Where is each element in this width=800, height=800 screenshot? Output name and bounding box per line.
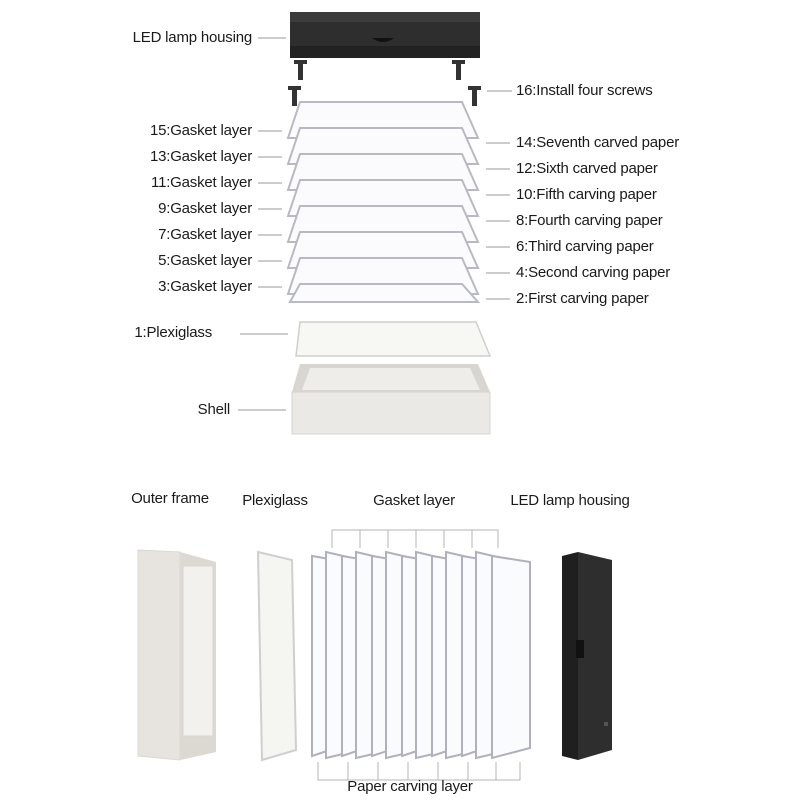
label-paper-carving-layer: Paper carving layer: [347, 778, 473, 795]
plexiglass-panel: [256, 550, 298, 762]
led-housing-top: [290, 12, 480, 58]
label-plexiglass-1: 1:Plexiglass: [134, 324, 212, 341]
gasket-paper-frames: [311, 550, 531, 760]
led-housing-side: [562, 552, 612, 760]
bracket-lines: [317, 529, 521, 781]
label-gasket-13: 13:Gasket layer: [149, 148, 252, 165]
label-gasket-11: 11:Gasket layer: [151, 174, 252, 191]
label-gasket-15: 15:Gasket layer: [149, 122, 252, 139]
frame-stack: [286, 101, 481, 303]
label-gasket-layer: Gasket layer: [373, 492, 455, 509]
label-gasket-9: 9:Gasket layer: [158, 200, 252, 217]
label-paper-10: 10:Fifth carving paper: [516, 186, 657, 203]
label-paper-8: 8:Fourth carving paper: [516, 212, 663, 229]
label-gasket-7: 7:Gasket layer: [158, 226, 252, 243]
label-paper-14: 14:Seventh carved paper: [516, 134, 680, 151]
label-paper-4: 4:Second carving paper: [516, 264, 671, 281]
shell: [291, 364, 491, 435]
label-install-screws: 16:Install four screws: [516, 82, 653, 99]
label-paper-2: 2:First carving paper: [516, 290, 649, 307]
label-plexiglass: Plexiglass: [242, 492, 308, 509]
label-outer-frame: Outer frame: [131, 490, 209, 507]
screws: [288, 60, 481, 106]
label-led-housing: LED lamp housing: [510, 492, 630, 509]
label-led-housing-top: LED lamp housing: [132, 29, 253, 46]
outer-frame: [137, 549, 216, 761]
leader-lines: [238, 37, 512, 411]
label-gasket-3: 3:Gasket layer: [158, 278, 252, 295]
label-gasket-5: 5:Gasket layer: [158, 252, 252, 269]
label-paper-6: 6:Third carving paper: [516, 238, 654, 255]
label-shell: Shell: [197, 401, 231, 418]
label-paper-12: 12:Sixth carved paper: [516, 160, 658, 177]
plexiglass-top: [295, 321, 492, 357]
